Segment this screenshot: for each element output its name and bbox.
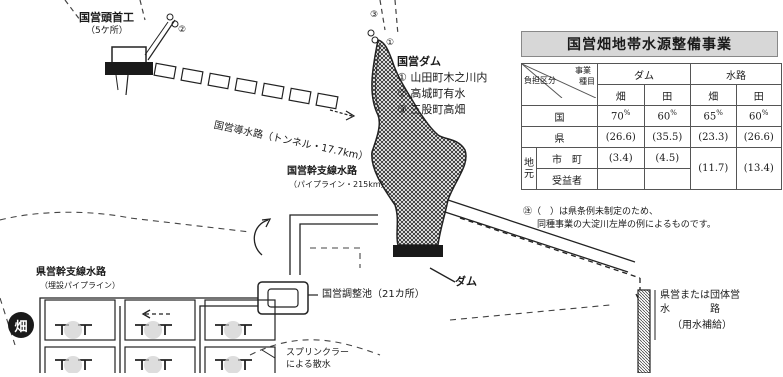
river-lines-top bbox=[64, 0, 399, 36]
dashed-boundaries bbox=[0, 211, 611, 356]
cell-pref-3: (23.3) bbox=[690, 126, 737, 148]
cell-beneficiary-2 bbox=[643, 168, 691, 190]
branch-canal-sub: （パイプライン・215km） bbox=[289, 180, 389, 189]
dam-item-1: ① 山田町木之川内 bbox=[397, 71, 488, 84]
dam-item-2: ② 高城町有水 bbox=[397, 87, 466, 100]
sprinkler-label-1: スプリンクラー bbox=[286, 348, 350, 358]
corner-top: 事業 bbox=[575, 66, 591, 75]
cell-pref-1: (26.6) bbox=[597, 126, 645, 148]
cell-national-4: 60% bbox=[735, 105, 782, 127]
marker-1: ① bbox=[386, 38, 395, 48]
corner-cell: 事業 負担区分 種目 bbox=[521, 63, 598, 106]
dam-label: ダム bbox=[455, 275, 477, 288]
cell-national-3: 65% bbox=[690, 105, 737, 127]
headworks-count: （5ケ所） bbox=[86, 26, 128, 36]
row-label-prefecture: 県 bbox=[521, 126, 598, 148]
cell-town-1: (3.4) bbox=[597, 147, 645, 169]
row-label-town: 市 町 bbox=[536, 147, 598, 169]
field-grid bbox=[44, 299, 276, 377]
cell-local-merged-2: (13.4) bbox=[735, 147, 782, 190]
corner-mid: 負担区分 bbox=[524, 76, 556, 85]
table-note-1: ㊟（ ）は県条例未制定のため、 bbox=[523, 207, 659, 217]
sub-col-1: 畑 bbox=[597, 84, 645, 106]
cell-town-2: (4.5) bbox=[643, 147, 691, 169]
supply-label-2: 水 路 bbox=[660, 304, 720, 315]
table-title: 国営畑地帯水源整備事業 bbox=[521, 31, 778, 57]
sub-col-2: 田 bbox=[643, 84, 691, 106]
cell-national-2: 60% bbox=[643, 105, 691, 127]
sub-col-3: 畑 bbox=[690, 84, 737, 106]
cost-share-table: 事業 負担区分 種目 ダム 水路 畑 田 畑 田 国 70% 60% 65% 6… bbox=[521, 63, 782, 190]
pref-canal-label: 県営幹支線水路 bbox=[36, 267, 106, 278]
dam-item-3: ③ 三股町高畑 bbox=[397, 103, 466, 116]
cell-pref-2: (35.5) bbox=[643, 126, 691, 148]
field-mark: 畑 bbox=[8, 312, 34, 338]
branch-canal-label: 国営幹支線水路 bbox=[287, 166, 357, 177]
sprinkler-label-2: による散水 bbox=[286, 360, 331, 370]
pref-pipeline bbox=[39, 290, 259, 373]
cell-pref-4: (26.6) bbox=[735, 126, 782, 148]
branch-canal-pipe bbox=[253, 214, 378, 275]
corner-side: 種目 bbox=[579, 77, 595, 86]
supply-pipe bbox=[637, 289, 651, 374]
sub-col-4: 田 bbox=[735, 84, 782, 106]
local-label: 地元 bbox=[521, 147, 537, 190]
regulating-pond bbox=[257, 281, 309, 315]
cell-beneficiary-1 bbox=[597, 168, 645, 190]
headworks-structure bbox=[105, 13, 179, 96]
conduit-tunnel bbox=[153, 62, 339, 110]
cell-local-merged-1: (11.7) bbox=[690, 147, 737, 190]
row-label-beneficiary: 受益者 bbox=[536, 168, 598, 190]
supply-label-3: （用水補給） bbox=[672, 320, 732, 331]
cell-national-1: 70% bbox=[597, 105, 645, 127]
headworks-label: 国営頭首工 bbox=[79, 11, 134, 24]
marker-2: ② bbox=[178, 25, 187, 35]
dam-title: 国営ダム bbox=[397, 55, 441, 68]
table-note-2: 同種事業の大淀川左岸の例によるものです。 bbox=[537, 220, 716, 230]
supply-label-1: 県営または団体営 bbox=[660, 290, 740, 301]
col-dam: ダム bbox=[597, 63, 691, 85]
col-canal: 水路 bbox=[690, 63, 782, 85]
corner-diagonals bbox=[522, 64, 596, 98]
marker-3: ③ bbox=[370, 10, 379, 20]
row-label-national: 国 bbox=[521, 105, 598, 127]
pref-canal-sub: （埋設パイプライン） bbox=[40, 281, 120, 290]
reservoir-label: 国営調整池（21カ所） bbox=[322, 289, 425, 300]
